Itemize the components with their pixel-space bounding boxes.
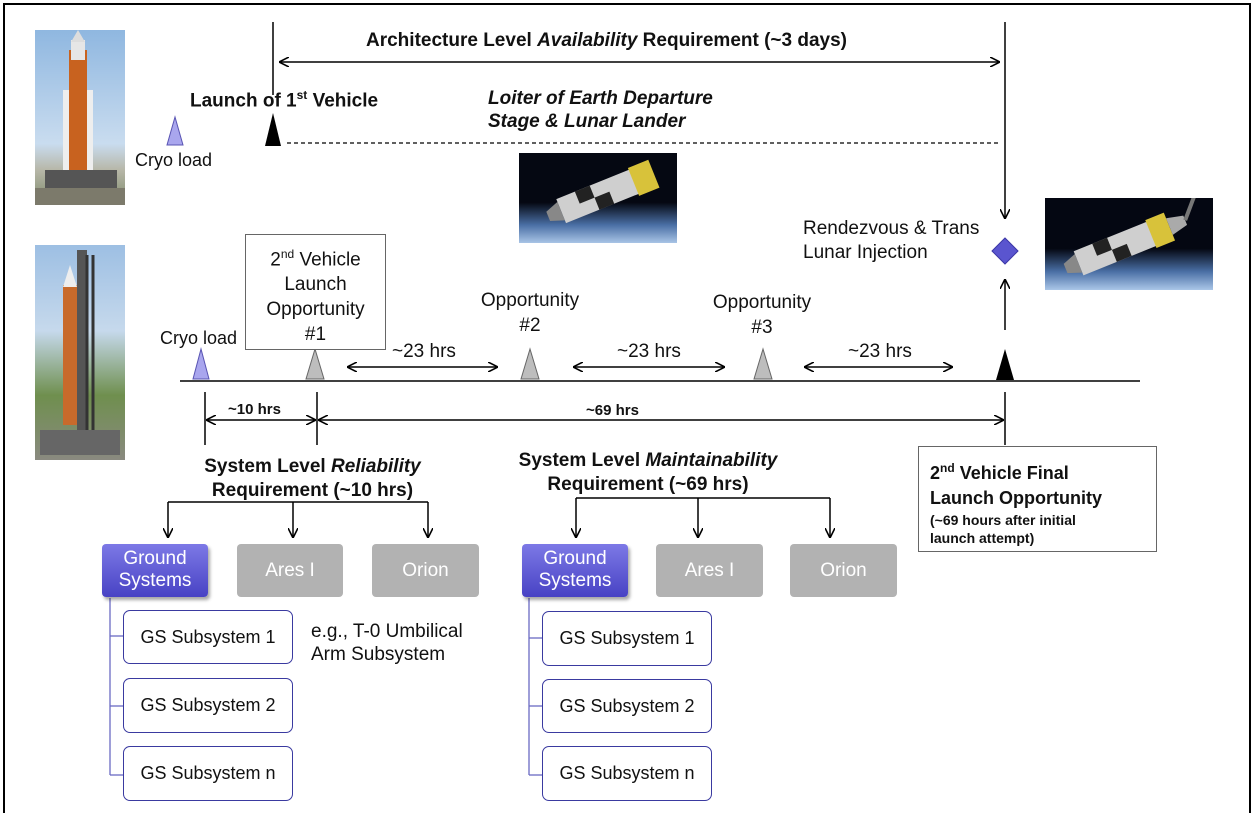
second-vehicle-l1b: Vehicle (294, 249, 361, 271)
rendezvous-line1: Rendezvous & Trans (803, 218, 980, 239)
rocket-photo-top (35, 30, 125, 205)
interval-label-3: ~23 hrs (848, 341, 912, 362)
interval-label-1: ~23 hrs (392, 341, 456, 362)
final-launch-marker (996, 349, 1014, 380)
opportunity2-line2: #2 (519, 315, 541, 336)
final-launch-opportunity-box (918, 446, 1157, 552)
right-ground-line1: Ground (543, 548, 607, 569)
final-line1: 2nd Vehicle Final (930, 456, 1102, 486)
left-gs-subsystem-n: GS Subsystem n (123, 746, 293, 801)
rendezvous-line2: Lunar Injection (803, 242, 928, 263)
cryo-load-marker-mid (192, 347, 210, 380)
reliability-line1: System Level Reliability (180, 455, 445, 479)
second-vehicle-line2: Launch (284, 274, 347, 296)
final-l1a: 2 (930, 463, 941, 483)
opportunity2-line1: Opportunity (480, 290, 580, 311)
rendezvous-spacecraft-photo (1045, 198, 1213, 290)
launch-first-sup: st (296, 88, 308, 102)
opportunity3-line1: Opportunity (712, 292, 812, 313)
left-orion-box: Orion (372, 544, 479, 597)
final-line3: (~69 hours after initial (930, 512, 1076, 528)
launch1-marker (265, 113, 281, 146)
example-note-line1: e.g., T-0 Umbilical (311, 621, 463, 642)
right-ground-systems-box: Ground Systems (522, 544, 628, 597)
maintainability-requirement-label: System Level Maintainability Requirement… (493, 449, 803, 497)
right-ares-box: Ares I (656, 544, 763, 597)
loiter-line1: Loiter of Earth Departure (488, 88, 713, 109)
loiter-spacecraft-photo (519, 153, 677, 243)
cryo-load-marker-top (166, 115, 184, 146)
diagram-frame (3, 3, 1251, 813)
opportunity3-line2: #3 (751, 317, 773, 338)
maintainability-prefix: System Level (518, 450, 646, 471)
architecture-requirement-label: Architecture Level Availability Requirem… (366, 30, 847, 52)
second-vehicle-line3: Opportunity (266, 299, 365, 321)
maintainability-emph: Maintainability (645, 450, 778, 471)
final-line2: Launch Opportunity (930, 488, 1102, 508)
opportunity2-marker (520, 347, 540, 380)
architecture-emph: Availability (537, 30, 638, 51)
reliability-emph: Reliability (331, 456, 421, 477)
launch-first-prefix: Launch of 1 (190, 90, 297, 112)
second-vehicle-opportunity-text: 2nd Vehicle Launch Opportunity #1 (245, 242, 386, 347)
architecture-prefix: Architecture Level (366, 30, 538, 51)
opportunity1-marker (305, 347, 325, 380)
final-l1b: Vehicle Final (954, 463, 1069, 483)
left-ground-line2: Systems (118, 570, 192, 591)
opportunity3-label: Opportunity #3 (692, 290, 832, 340)
second-vehicle-opportunity-box (245, 234, 386, 350)
second-vehicle-line4: #1 (304, 324, 327, 346)
ten-hr-label: ~10 hrs (228, 401, 281, 418)
left-gs-subsystem-1: GS Subsystem 1 (123, 610, 293, 664)
left-ares-box: Ares I (237, 544, 343, 597)
reliability-requirement-label: System Level Reliability Requirement (~1… (180, 455, 445, 503)
launch-first-suffix: Vehicle (307, 90, 379, 112)
right-gs-subsystem-2: GS Subsystem 2 (542, 679, 712, 733)
interval-label-2: ~23 hrs (617, 341, 681, 362)
example-note-line2: Arm Subsystem (311, 644, 446, 665)
rendezvous-diamond (991, 237, 1019, 265)
sixty-nine-hr-label: ~69 hrs (586, 402, 639, 419)
second-vehicle-l1a: 2 (270, 249, 281, 271)
maintainability-line1: System Level Maintainability (493, 449, 803, 473)
maintainability-line2: Requirement (~69 hrs) (547, 474, 749, 495)
second-vehicle-line1: 2nd Vehicle (245, 242, 386, 272)
opportunity3-marker (753, 347, 773, 380)
reliability-line2: Requirement (~10 hrs) (211, 480, 414, 501)
final-l1sup: nd (940, 461, 955, 475)
loiter-line2: Stage & Lunar Lander (488, 111, 686, 132)
left-ground-systems-box: Ground Systems (102, 544, 208, 597)
second-vehicle-l1sup: nd (280, 247, 295, 261)
right-gs-subsystem-n: GS Subsystem n (542, 746, 712, 801)
launch-first-vehicle-label: Launch of 1st Vehicle (190, 88, 378, 112)
architecture-suffix: Requirement (~3 days) (637, 30, 847, 51)
reliability-prefix: System Level (204, 456, 331, 477)
cryo-load-top-label: Cryo load (135, 150, 213, 170)
final-line4: launch attempt) (930, 530, 1035, 546)
right-ground-line2: Systems (538, 570, 612, 591)
final-launch-opportunity-text: 2nd Vehicle Final Launch Opportunity (~6… (930, 456, 1102, 547)
loiter-label: Loiter of Earth Departure Stage & Lunar … (488, 87, 713, 133)
rocket-photo-bottom (35, 245, 125, 460)
opportunity2-label: Opportunity #2 (460, 288, 600, 338)
rendezvous-label: Rendezvous & Trans Lunar Injection (803, 217, 979, 265)
example-note: e.g., T-0 Umbilical Arm Subsystem (311, 620, 463, 666)
right-orion-box: Orion (790, 544, 897, 597)
cryo-load-mid-label: Cryo load (160, 328, 238, 348)
left-ground-line1: Ground (123, 548, 187, 569)
left-gs-subsystem-2: GS Subsystem 2 (123, 678, 293, 733)
right-gs-subsystem-1: GS Subsystem 1 (542, 611, 712, 666)
